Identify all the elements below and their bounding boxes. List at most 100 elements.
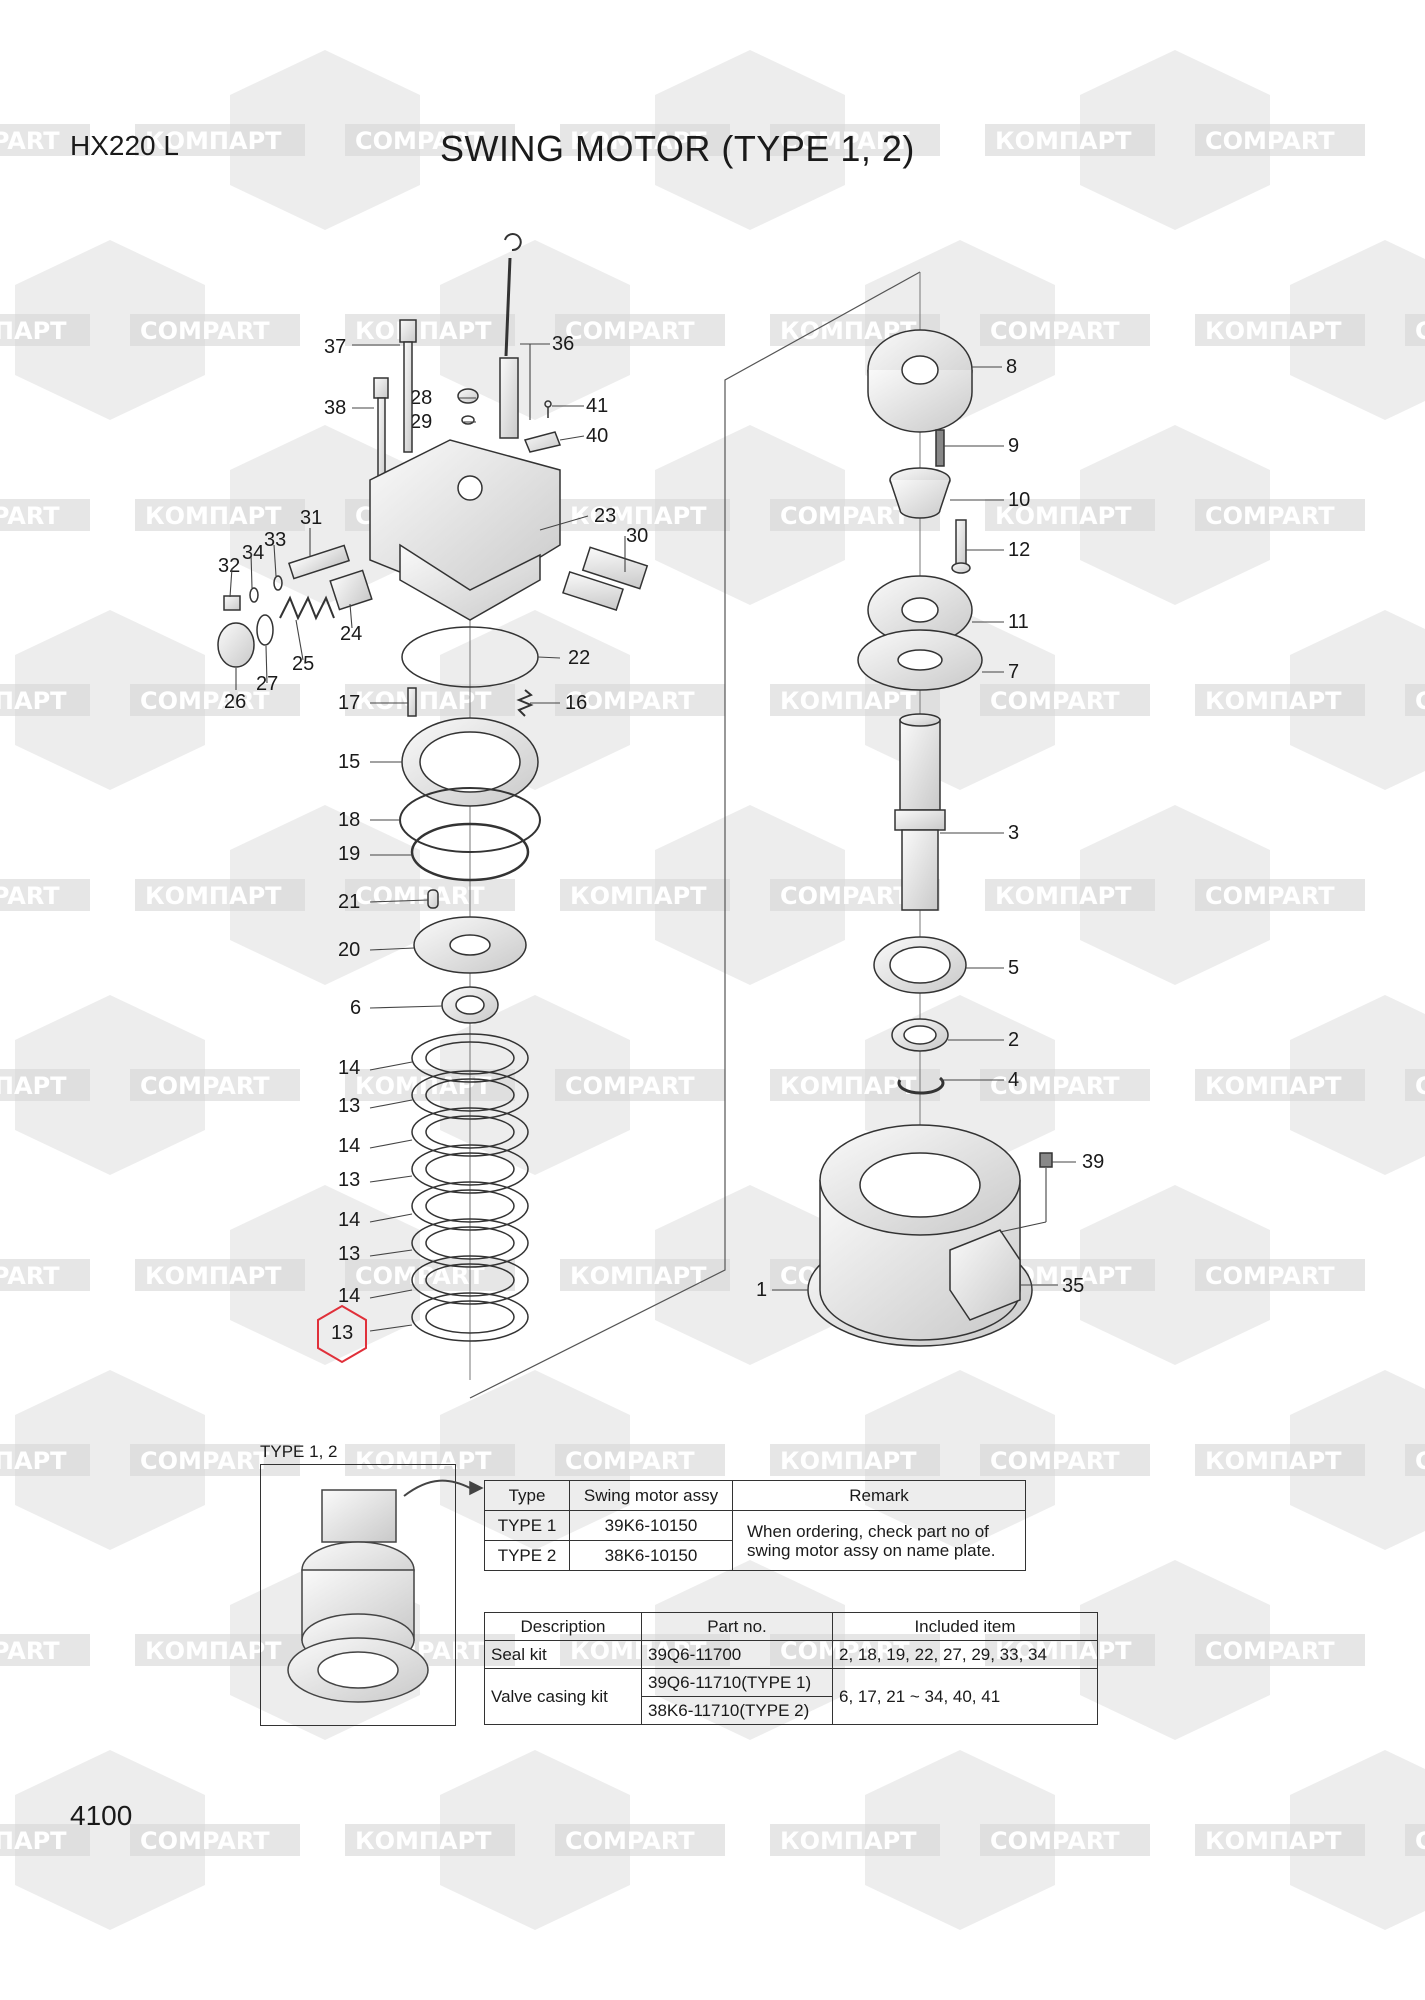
watermark-band [1195, 1634, 1365, 1666]
watermark-band [0, 314, 90, 346]
inset-label: TYPE 1, 2 [260, 1442, 338, 1461]
callout-label: 26 [224, 691, 247, 713]
watermark-band [555, 1824, 725, 1856]
watermark-text: COMPART [0, 502, 60, 530]
part-15-brake-piston [401, 717, 539, 807]
highlight-hexagon [317, 1304, 367, 1364]
watermark-text: КОМПАРТ [145, 502, 282, 530]
watermark-text: COMPART [565, 687, 695, 715]
watermark-band [135, 124, 305, 156]
watermark-text: COMPART [565, 1827, 695, 1855]
part-39-plug [1039, 1152, 1053, 1168]
part-3-drive-shaft [894, 713, 946, 911]
inset-frame [260, 1464, 456, 1726]
part-34-o-ring [249, 587, 259, 603]
watermark-text: КОМПАРТ [1205, 317, 1342, 345]
callout-label: 39 [1082, 1151, 1105, 1173]
watermark-text: COMPART [1205, 882, 1335, 910]
watermark-text: COMPART [0, 882, 60, 910]
watermark-text: COMPART [1415, 687, 1425, 715]
watermark-hexagon [440, 240, 630, 420]
watermark-hexagon [655, 425, 845, 605]
kit-table-header-description: Description [484, 1612, 642, 1641]
callout-label: 40 [586, 425, 609, 447]
watermark-text: COMPART [1415, 317, 1425, 345]
watermark-band [0, 684, 90, 716]
watermark-text: COMPART [780, 882, 910, 910]
part-10-bushing [889, 467, 951, 519]
watermark-band [555, 1069, 725, 1101]
watermark-band [560, 124, 730, 156]
part-32-plug [223, 595, 241, 611]
watermark-hexagon [655, 50, 845, 230]
callout-label: 28 [410, 387, 433, 409]
table-row: Valve casing kit 39Q6-11710(TYPE 1) 6, 1… [484, 1668, 1098, 1725]
part-29-o-ring [461, 415, 475, 425]
type-table-header-type: Type [484, 1480, 570, 1511]
callout-label: 37 [324, 336, 347, 358]
watermark-hexagon [655, 1185, 845, 1365]
watermark-band [130, 1444, 300, 1476]
callout-label: 31 [300, 507, 323, 529]
page-number: 4100 [70, 1800, 133, 1831]
watermark-band [345, 1069, 515, 1101]
kit-table-header-part-no: Part no. [641, 1612, 833, 1641]
watermark-band [0, 1444, 90, 1476]
watermark-band [555, 314, 725, 346]
part-2-oil-seal [891, 1018, 949, 1052]
watermark-hexagon [15, 1370, 205, 1550]
watermark-band [345, 314, 515, 346]
watermark-text: COMPART [1205, 502, 1335, 530]
callout-label: 12 [1008, 539, 1031, 561]
watermark-text: КОМПАРТ [570, 502, 707, 530]
watermark-hexagon [440, 995, 630, 1175]
watermark-text: КОМПАРТ [0, 1827, 67, 1855]
part-no-cell: 39Q6-11700 [641, 1640, 833, 1669]
watermark-text: COMPART [0, 1637, 60, 1665]
callout-label: 7 [1008, 661, 1020, 683]
watermark-text: КОМПАРТ [1205, 1072, 1342, 1100]
part-21-pin [427, 889, 439, 909]
watermark-text: COMPART [780, 127, 910, 155]
watermark-text: КОМПАРТ [1205, 1447, 1342, 1475]
watermark-text: КОМПАРТ [355, 317, 492, 345]
watermark-text: КОМПАРТ [145, 882, 282, 910]
watermark-band [1195, 1259, 1365, 1291]
callout-label: 5 [1008, 957, 1020, 979]
part-27-o-ring [256, 614, 274, 646]
watermark-band [770, 1444, 940, 1476]
included-items-cell: 2, 18, 19, 22, 27, 29, 33, 34 [832, 1640, 1098, 1669]
table-row: TYPE 1 39K6-10150 When ordering, check p… [484, 1510, 1026, 1571]
watermark-band [980, 314, 1150, 346]
part-no-cell: 38K6-11710(TYPE 2) [641, 1696, 833, 1725]
watermark-hexagon [655, 805, 845, 985]
watermark-text: КОМПАРТ [0, 1447, 67, 1475]
callout-label: 13 [338, 1095, 361, 1117]
callout-label: 24 [340, 623, 363, 645]
callout-label: 20 [338, 939, 361, 961]
type-cell: TYPE 1 [484, 1510, 570, 1541]
watermark-band [345, 1444, 515, 1476]
watermark-text: КОМПАРТ [0, 317, 67, 345]
watermark-text: КОМПАРТ [780, 1072, 917, 1100]
type-table-header-remark: Remark [732, 1480, 1026, 1511]
watermark-band [770, 124, 940, 156]
part-16-spring [516, 689, 534, 717]
included-items-cell: 6, 17, 21 ~ 34, 40, 41 [832, 1668, 1098, 1725]
watermark-band [560, 499, 730, 531]
part-no-cell: 39Q6-11710(TYPE 1) [641, 1668, 833, 1697]
type-table: Type Swing motor assy Remark TYPE 1 39K6… [484, 1480, 1026, 1571]
callout-label: 16 [565, 692, 588, 714]
watermark-text: COMPART [990, 1447, 1120, 1475]
watermark-band [980, 1444, 1150, 1476]
watermark-band [1405, 314, 1425, 346]
watermark-text: COMPART [1205, 1637, 1335, 1665]
watermark-band [130, 684, 300, 716]
callout-label: 27 [256, 673, 279, 695]
remark-cell: When ordering, check part no of swing mo… [732, 1510, 1026, 1571]
watermark-band [1195, 314, 1365, 346]
part-40-name-plate [523, 431, 562, 453]
machine-model: HX220 L [70, 130, 179, 161]
watermark-band [560, 1259, 730, 1291]
